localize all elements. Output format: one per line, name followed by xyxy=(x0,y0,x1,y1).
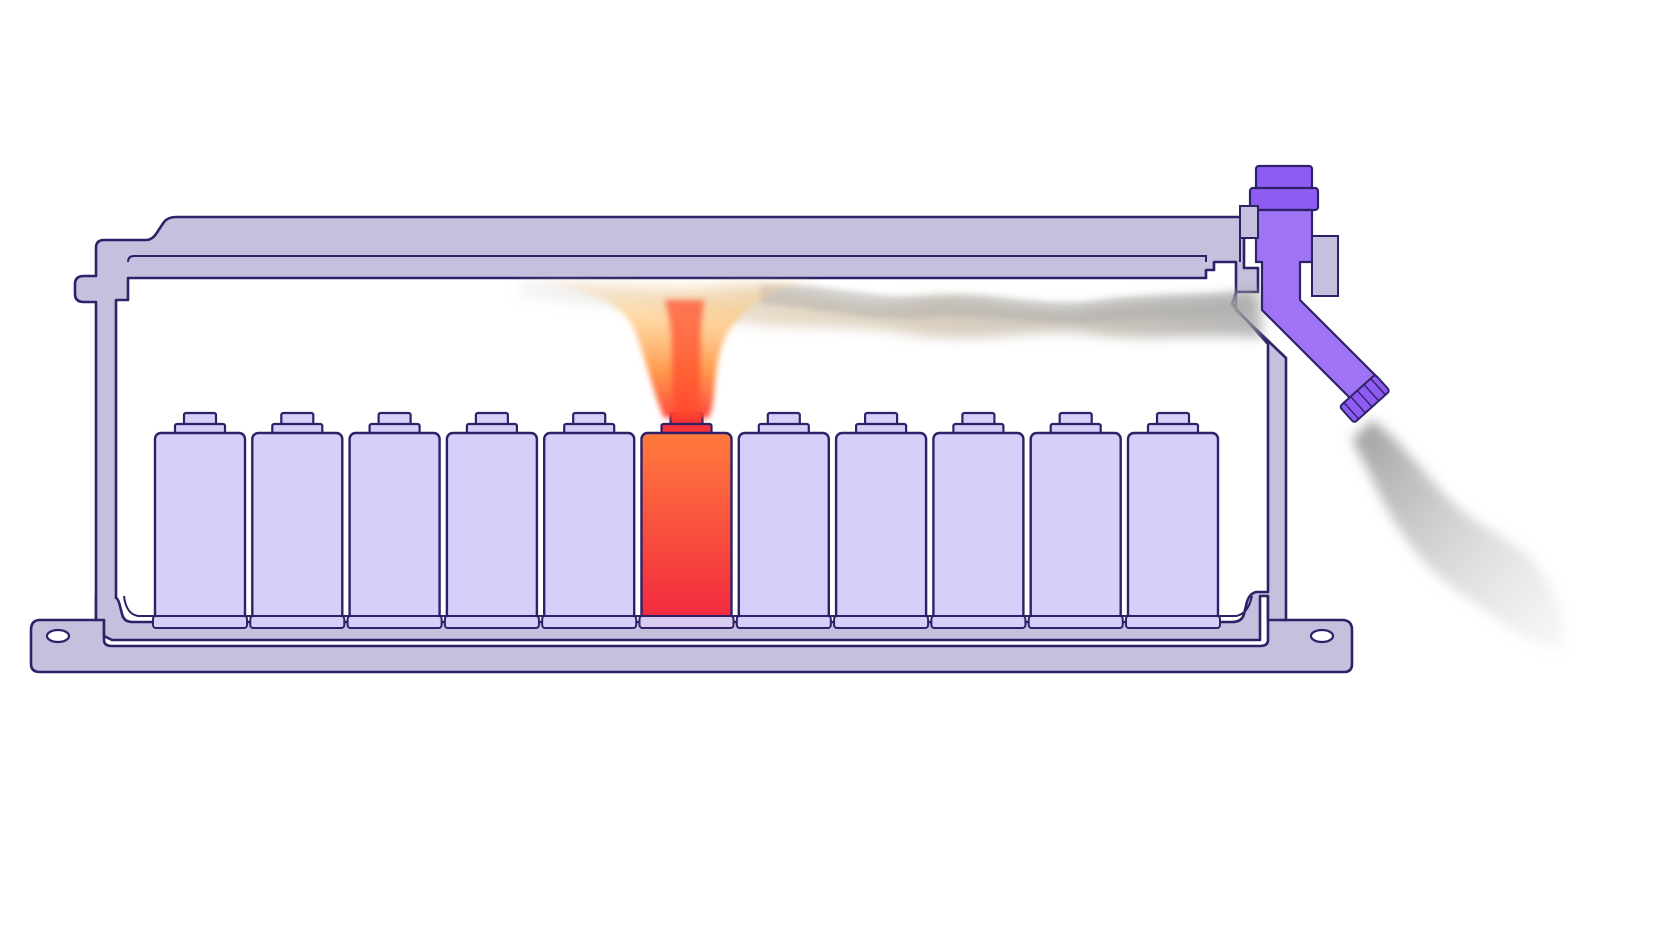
mounting-hole-right xyxy=(1309,628,1335,644)
cell-base xyxy=(1027,615,1124,629)
cell-base xyxy=(152,615,248,629)
cell-body xyxy=(1126,431,1220,622)
valve-nut xyxy=(1248,186,1320,212)
valve-outlet xyxy=(1339,374,1390,423)
cell-base xyxy=(346,615,443,629)
battery-cell xyxy=(833,411,930,629)
cell-body xyxy=(1029,431,1122,622)
venting-gas xyxy=(520,280,1564,650)
cell-body xyxy=(640,431,733,622)
battery-cells xyxy=(152,411,1221,629)
valve-bracket-left xyxy=(1239,205,1259,239)
valve-bracket-right xyxy=(1311,235,1339,297)
cell-base xyxy=(541,615,638,629)
battery-cell xyxy=(346,411,443,629)
cell-base xyxy=(249,615,346,629)
housing xyxy=(29,211,1354,674)
cell-body xyxy=(251,431,344,622)
cell-base xyxy=(638,615,735,629)
thread-line xyxy=(1370,378,1386,396)
battery-cell xyxy=(1125,411,1221,629)
cell-body xyxy=(932,431,1025,622)
lid-inner-step xyxy=(127,255,1207,263)
cell-body xyxy=(153,431,247,622)
battery-cell xyxy=(152,411,248,629)
thread-line xyxy=(1356,390,1373,408)
battery-cell-hot xyxy=(638,411,735,629)
cell-body xyxy=(348,431,441,622)
mounting-hole-left xyxy=(45,628,71,644)
housing-base-plate xyxy=(29,594,1354,674)
vent-valve-icon xyxy=(1239,164,1390,423)
flame-core xyxy=(664,300,705,418)
cell-base xyxy=(833,615,930,629)
battery-cell xyxy=(541,411,638,629)
cell-base xyxy=(443,615,540,629)
thread-line xyxy=(1343,402,1360,420)
battery-cell xyxy=(1027,411,1124,629)
battery-cell xyxy=(443,411,540,629)
cell-base xyxy=(735,615,832,629)
cell-base xyxy=(930,615,1027,629)
thread-line xyxy=(1350,396,1366,414)
cell-body xyxy=(543,431,636,622)
cell-body xyxy=(834,431,928,622)
thread-line xyxy=(1363,384,1380,402)
cell-base xyxy=(1125,615,1221,629)
battery-cell xyxy=(735,411,832,629)
battery-cell xyxy=(249,411,346,629)
exhaust-smoke xyxy=(1352,420,1564,650)
battery-cell xyxy=(930,411,1027,629)
cell-body xyxy=(737,431,830,622)
cell-body xyxy=(445,431,539,622)
ceiling-smoke-core xyxy=(760,284,1250,323)
